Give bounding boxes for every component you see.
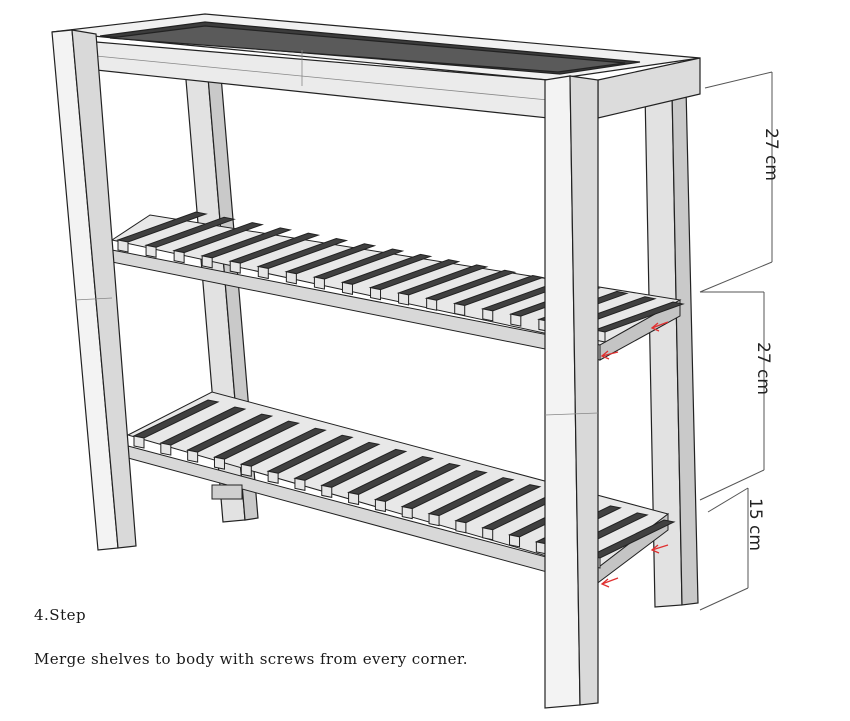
upper-shelf bbox=[110, 211, 685, 361]
shelf-slat-end bbox=[509, 534, 521, 548]
upper-shelf-slats bbox=[116, 211, 685, 343]
dimension-label-bottom: 15 cm bbox=[745, 498, 765, 551]
shelf-slat-end bbox=[133, 435, 145, 449]
shelf-slat-end bbox=[482, 527, 494, 541]
shelf-slat-end bbox=[428, 513, 440, 527]
shelf-slat-end bbox=[173, 249, 185, 264]
shelf-slat-end bbox=[145, 244, 157, 258]
shelf-slat-end bbox=[285, 271, 297, 285]
shelf-slat-end bbox=[160, 442, 172, 456]
shelf-slat-end bbox=[117, 239, 129, 253]
screw-arrows bbox=[600, 321, 669, 588]
dimension-lines bbox=[699, 71, 773, 611]
shelf-slat-end bbox=[187, 449, 199, 463]
shelf-slat-end bbox=[240, 463, 252, 477]
shelf-slat-end bbox=[229, 260, 241, 274]
front-left-leg bbox=[51, 29, 137, 551]
shelf-slat-end bbox=[213, 456, 225, 470]
shelf-slat-end bbox=[321, 484, 333, 499]
lower-shelf-slats bbox=[132, 399, 676, 569]
front-right-leg bbox=[544, 75, 599, 709]
shelf-slat-end bbox=[341, 281, 353, 295]
shelf-slat-end bbox=[348, 491, 360, 506]
dimension-label-top: 27 cm bbox=[761, 128, 781, 181]
step-title: 4.Step bbox=[34, 606, 87, 624]
step-instruction: Merge shelves to body with screws from e… bbox=[34, 650, 468, 668]
top-frame bbox=[51, 13, 701, 119]
shelf-slat-end bbox=[482, 308, 494, 322]
shelf-slat-end bbox=[313, 276, 325, 290]
shelf-slat-end bbox=[426, 297, 438, 311]
shelf-slat-end bbox=[267, 470, 279, 484]
shelf-slat-end bbox=[455, 520, 467, 534]
shelf-slat-end bbox=[510, 313, 522, 327]
shelf-slat-end bbox=[401, 505, 413, 520]
shelf-slat-end bbox=[294, 477, 306, 491]
shelf-slat-end bbox=[454, 302, 466, 317]
shelf-slat-end bbox=[374, 498, 386, 513]
shelf-slat-end bbox=[370, 287, 382, 301]
shelf-slat-end bbox=[201, 255, 213, 269]
shelf-slat-end bbox=[398, 292, 410, 306]
dimension-label-middle: 27 cm bbox=[753, 342, 773, 395]
shelf-slat-end bbox=[257, 265, 269, 280]
